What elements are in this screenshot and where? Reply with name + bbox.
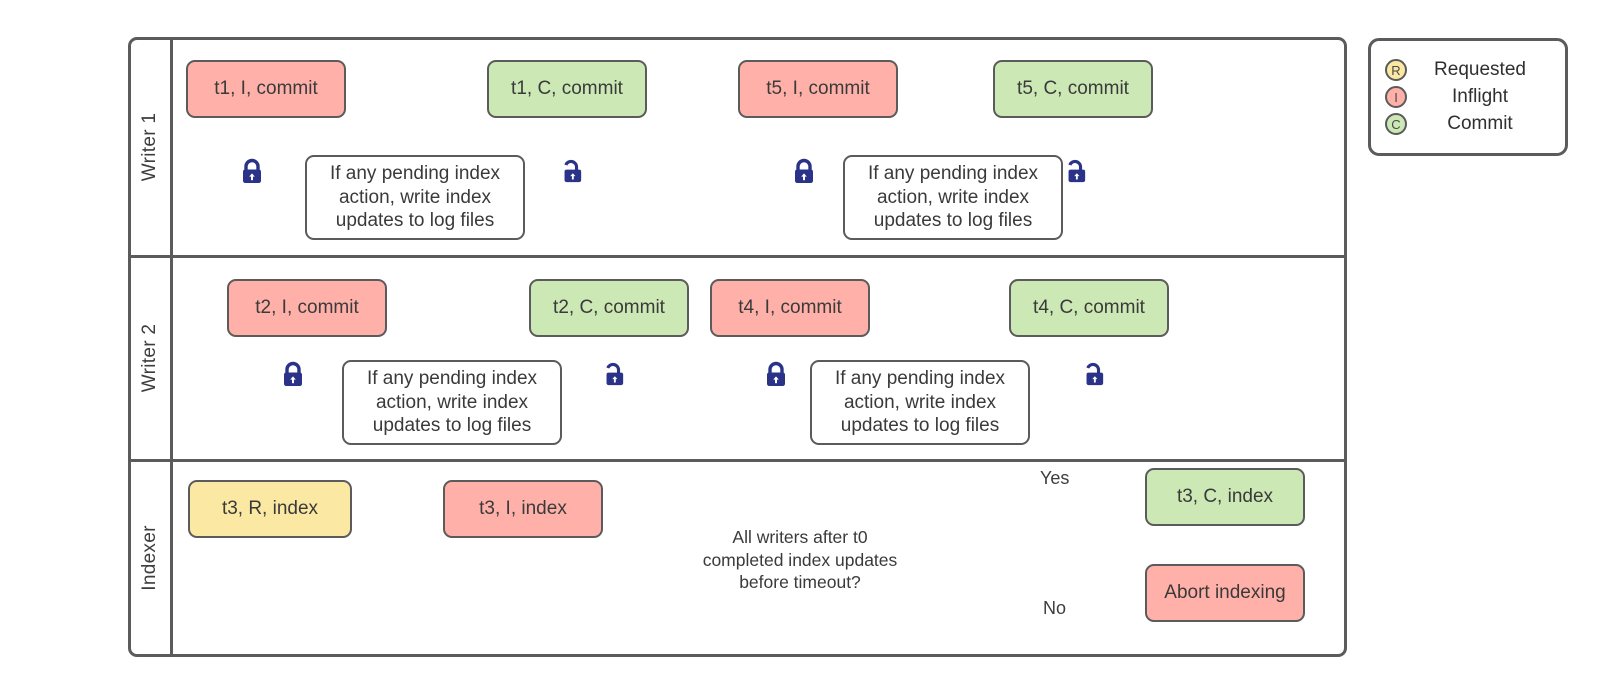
node-t1-commit: t1, C, commit: [487, 60, 647, 118]
swimlane-frame: [128, 37, 1347, 657]
lane-divider-1: [129, 255, 1346, 258]
legend-item: R Requested: [1385, 57, 1553, 84]
node-t4-commit: t4, C, commit: [1009, 279, 1169, 337]
node-t3-inflight: t3, I, index: [443, 480, 603, 538]
decision-label: All writers after t0 completed index upd…: [702, 526, 898, 593]
node-t2-inflight: t2, I, commit: [227, 279, 387, 337]
node-abort-indexing: Abort indexing: [1145, 564, 1305, 622]
node-t3-requested: t3, R, index: [188, 480, 352, 538]
node-t5-inflight: t5, I, commit: [738, 60, 898, 118]
lock-open-icon: [559, 157, 583, 185]
lock-closed-icon: [281, 360, 305, 388]
edge-label-no: No: [1043, 598, 1067, 618]
requested-badge-icon: R: [1385, 59, 1407, 81]
node-t4-process: If any pending index action, write index…: [810, 360, 1030, 445]
edge-label-yes: Yes: [1040, 468, 1070, 488]
node-t1-process: If any pending index action, write index…: [305, 155, 525, 240]
legend: R Requested I Inflight C Commit: [1368, 38, 1568, 156]
lane-divider-2: [129, 459, 1346, 462]
node-t2-commit: t2, C, commit: [529, 279, 689, 337]
inflight-badge-icon: I: [1385, 86, 1407, 108]
legend-label: Commit: [1447, 113, 1513, 134]
node-t5-commit: t5, C, commit: [993, 60, 1153, 118]
commit-badge-icon: C: [1385, 113, 1407, 135]
legend-item: I Inflight: [1385, 84, 1553, 111]
legend-label: Requested: [1434, 59, 1526, 80]
legend-item: C Commit: [1385, 111, 1553, 138]
node-t4-inflight: t4, I, commit: [710, 279, 870, 337]
node-t1-inflight: t1, I, commit: [186, 60, 346, 118]
node-t2-process: If any pending index action, write index…: [342, 360, 562, 445]
lock-closed-icon: [792, 157, 816, 185]
lane-label-writer1: Writer 1: [139, 112, 160, 182]
lane-label-divider: [170, 38, 173, 656]
lock-closed-icon: [764, 360, 788, 388]
node-t3-commit: t3, C, index: [1145, 468, 1305, 526]
lane-label-indexer: Indexer: [139, 525, 160, 591]
legend-label: Inflight: [1452, 86, 1508, 107]
lock-open-icon: [1081, 360, 1105, 388]
lane-label-writer2: Writer 2: [139, 323, 160, 393]
lock-closed-icon: [240, 157, 264, 185]
lock-open-icon: [601, 360, 625, 388]
lock-open-icon: [1063, 157, 1087, 185]
node-t5-process: If any pending index action, write index…: [843, 155, 1063, 240]
